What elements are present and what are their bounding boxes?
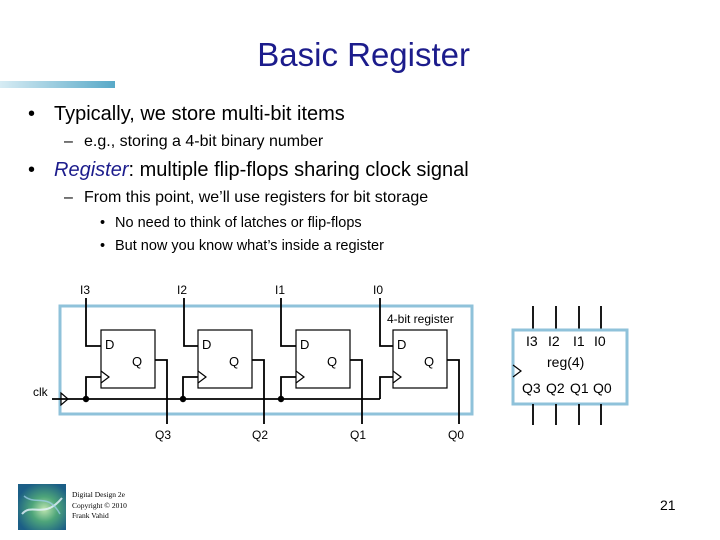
clock-wires (52, 376, 393, 400)
input-label-i1: I1 (275, 283, 285, 297)
flip-flop-2: D Q (197, 329, 253, 389)
footer-line: Copyright © 2010 (72, 500, 127, 510)
input-label-i3: I3 (80, 283, 90, 297)
block-clock-triangle (512, 364, 522, 378)
flip-flop-3: D Q (100, 329, 156, 389)
bullet-marker: • (28, 103, 36, 125)
page-number: 21 (660, 497, 676, 513)
bullet-marker: • (28, 159, 36, 181)
clock-junctions (82, 395, 285, 403)
clk-label: clk (33, 385, 49, 399)
ff-d-label: D (397, 337, 406, 352)
ff-d-label: D (300, 337, 309, 352)
footer-line: Digital Design 2e (72, 490, 125, 499)
register-circuit-diagram: 4-bit register I3 I2 I1 I0 D Q D Q D (33, 283, 629, 442)
block-output-label: Q3 (522, 380, 541, 396)
title-accent-bar (0, 81, 115, 88)
emphasized-term: Register (54, 159, 129, 181)
block-input-label: I3 (526, 333, 538, 349)
input-label-i2: I2 (177, 283, 187, 297)
output-wires (155, 359, 460, 424)
bullet-text: Typically, we store multi-bit items (54, 103, 345, 125)
flip-flop-1: D Q (295, 329, 351, 389)
bullet-text-rest: : multiple flip-flops sharing clock sign… (128, 159, 469, 181)
sub-sub-bullet-text: No need to think of latches or flip-flop… (115, 215, 362, 231)
register-label: 4-bit register (387, 312, 454, 326)
sub-bullet-text: From this point, we’ll use registers for… (84, 189, 429, 206)
ff-d-label: D (202, 337, 211, 352)
block-input-label: I1 (573, 333, 585, 349)
sub-bullet-marker: – (64, 133, 73, 150)
footer-line: Frank Vahid (72, 511, 109, 520)
footer-credits: Digital Design 2e Copyright © 2010 Frank… (72, 490, 127, 522)
output-label-q3: Q3 (155, 428, 171, 442)
sub-sub-bullet-text: But now you know what’s inside a registe… (115, 238, 384, 254)
slide-title: Basic Register (257, 36, 470, 73)
block-input-label: I2 (548, 333, 560, 349)
flip-flop-0: D Q (392, 329, 448, 389)
sub-bullet-text: e.g., storing a 4-bit binary number (84, 133, 324, 150)
output-label-q1: Q1 (350, 428, 366, 442)
output-label-q0: Q0 (448, 428, 464, 442)
block-box (511, 328, 629, 406)
output-label-q2: Q2 (252, 428, 268, 442)
ff-q-label: Q (327, 354, 337, 369)
bullet-text: Register: multiple flip-flops sharing cl… (54, 159, 469, 182)
publisher-logo (18, 484, 66, 530)
block-name: reg(4) (547, 354, 584, 370)
input-label-i0: I0 (373, 283, 383, 297)
input-wires (85, 298, 395, 347)
block-output-label: Q1 (570, 380, 589, 396)
bullet-marker: • (100, 238, 106, 254)
block-input-label: I0 (594, 333, 606, 349)
sub-bullet-marker: – (64, 189, 73, 206)
clk-input-triangle (60, 391, 69, 407)
ff-q-label: Q (424, 354, 434, 369)
block-output-label: Q0 (593, 380, 612, 396)
register-frame (58, 304, 474, 416)
ff-q-label: Q (229, 354, 239, 369)
block-input-pins (532, 306, 602, 330)
block-output-pins (532, 404, 602, 425)
ff-q-label: Q (132, 354, 142, 369)
register-block-symbol: I3 I2 I1 I0 reg(4) Q3 Q2 Q1 Q0 (511, 306, 629, 425)
ff-d-label: D (105, 337, 114, 352)
block-output-label: Q2 (546, 380, 565, 396)
bullet-marker: • (100, 215, 106, 231)
